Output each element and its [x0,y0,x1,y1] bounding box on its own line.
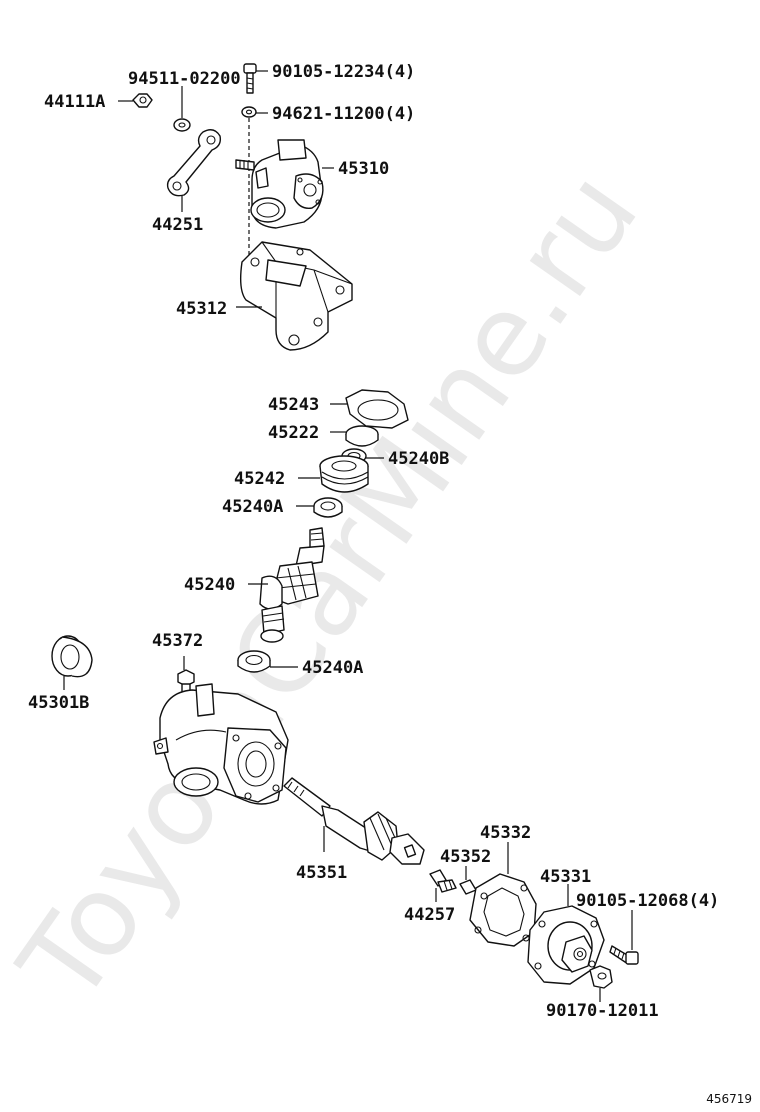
label-90170-12011: 90170-12011 [546,1001,659,1021]
label-45240a-lower: 45240A [302,658,363,678]
label-45372: 45372 [152,631,203,651]
label-44251: 44251 [152,215,203,235]
part-90105-12234-bolt[interactable] [243,63,257,94]
part-45331-side-cover[interactable] [527,905,605,985]
part-45242-adjusting-screw[interactable] [319,455,369,493]
part-45312-bracket[interactable] [239,241,353,351]
part-44257-adjust-screw[interactable] [429,869,457,893]
label-45240b: 45240B [388,449,449,469]
part-45240a-bearing-upper[interactable] [313,497,343,518]
part-45301b-seal[interactable] [51,635,93,678]
part-44111a-nut[interactable] [132,93,153,108]
label-94511-02200: 94511-02200 [128,69,241,89]
part-45310-gear-housing[interactable] [235,139,324,229]
part-gear-housing-lower[interactable] [153,683,289,805]
part-94621-11200-washer[interactable] [241,106,257,118]
label-45301b: 45301B [28,693,89,713]
part-94511-02200-washer[interactable] [173,118,191,132]
label-45312: 45312 [176,299,227,319]
label-45332: 45332 [480,823,531,843]
label-90105-12068: 90105-12068(4) [576,891,719,911]
label-45243: 45243 [268,395,319,415]
label-45352: 45352 [440,847,491,867]
part-45240-worm-shaft[interactable] [259,527,325,643]
label-45310: 45310 [338,159,389,179]
part-45332-gasket[interactable] [469,873,537,947]
label-44111a: 44111A [44,92,105,112]
part-44251-pitman-arm[interactable] [166,129,222,197]
label-44257: 44257 [404,905,455,925]
label-45331: 45331 [540,867,591,887]
part-45351-sector-shaft[interactable] [283,777,425,865]
label-45351: 45351 [296,863,347,883]
figure-number: 456719 [706,1092,752,1106]
part-90170-12011-nut[interactable] [589,965,613,989]
label-45242: 45242 [234,469,285,489]
label-94621-11200: 94621-11200(4) [272,104,415,124]
label-45240: 45240 [184,575,235,595]
part-90105-12068-bolt[interactable] [609,945,639,965]
part-45243-lock-nut[interactable] [345,389,409,429]
label-45222: 45222 [268,423,319,443]
part-45222-oil-seal[interactable] [345,425,379,447]
label-45240a-upper: 45240A [222,497,283,517]
part-45352-shim[interactable] [459,879,477,895]
part-45240a-bearing-lower[interactable] [237,650,271,673]
part-45372-plug-bolt[interactable] [177,669,195,693]
label-90105-12234: 90105-12234(4) [272,62,415,82]
